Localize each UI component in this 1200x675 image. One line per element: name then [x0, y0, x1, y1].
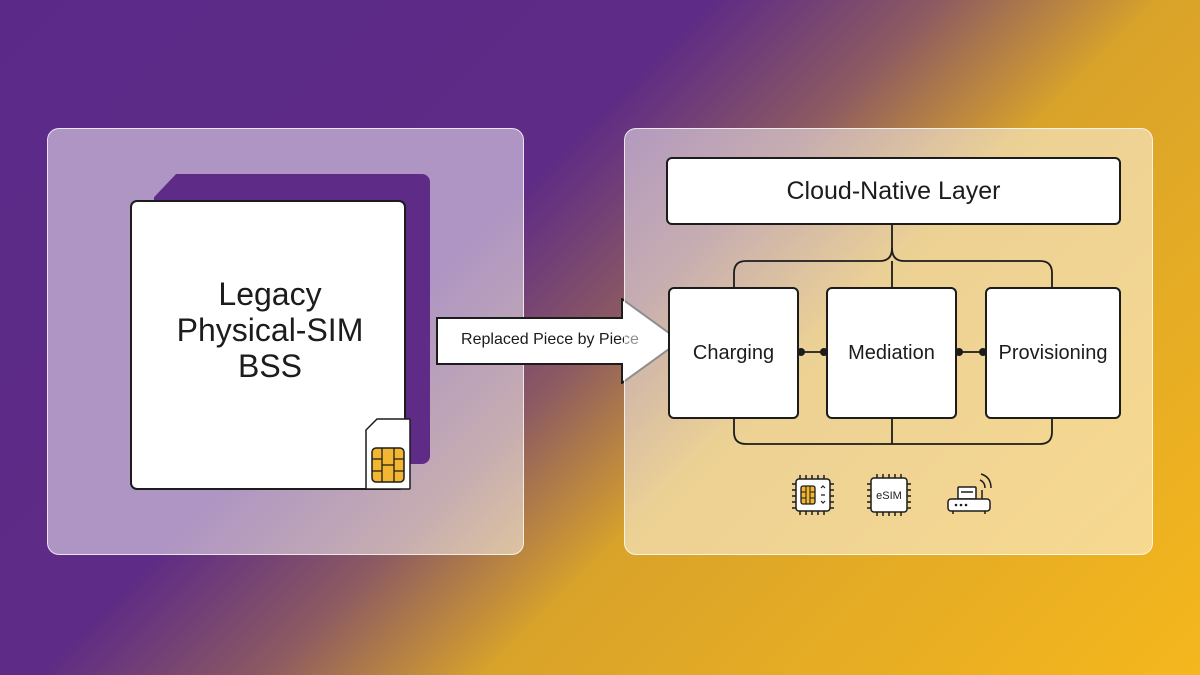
sim-card-icon: [365, 418, 411, 490]
charging-module: Charging: [668, 287, 799, 419]
router-icon: [947, 473, 992, 514]
cloud-native-layer: Cloud-Native Layer: [666, 157, 1121, 225]
legacy-card: [130, 200, 406, 490]
esim-label: eSIM: [876, 490, 902, 502]
legacy-title-line3: BSS: [237, 348, 303, 384]
esim-chip-icon: eSIM: [867, 474, 911, 516]
legacy-title-line1: Legacy: [218, 276, 322, 312]
sim-chip-icon: [792, 475, 834, 515]
provisioning-module: Provisioning: [985, 287, 1121, 419]
legacy-title: Legacy Physical-SIM BSS: [130, 276, 410, 384]
legacy-title-line2: Physical-SIM: [176, 312, 364, 348]
arrow-label: Replaced Piece by Piece: [461, 331, 639, 348]
mediation-module: Mediation: [826, 287, 957, 419]
